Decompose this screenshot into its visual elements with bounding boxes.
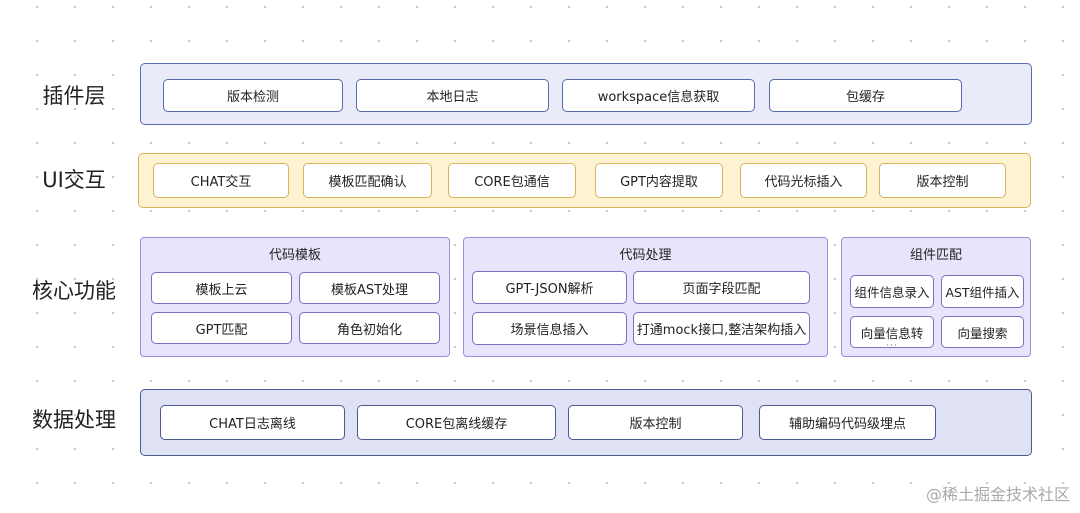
layer-label-plugin: 插件层: [42, 84, 106, 108]
data-layer-band: CHAT日志离线 CORE包离线缓存 版本控制 辅助编码代码级埋点: [140, 389, 1032, 456]
group-title-code-template: 代码模板: [268, 248, 321, 263]
plugin-item-workspace-info: workspace信息获取: [562, 79, 755, 112]
ui-item-template-confirm: 模板匹配确认: [303, 163, 432, 198]
ui-item-cursor-insert: 代码光标插入: [740, 163, 867, 198]
core-item-mock-insert: 打通mock接口,整洁架构插入: [633, 312, 810, 345]
group-component-match: 组件匹配 组件信息录入 AST组件插入 向量信息转··· 向量搜索: [841, 237, 1031, 357]
core-item-gpt-match: GPT匹配: [151, 312, 292, 344]
ui-layer-band: CHAT交互 模板匹配确认 CORE包通信 GPT内容提取 代码光标插入 版本控…: [138, 153, 1031, 208]
group-title-component-match: 组件匹配: [909, 248, 962, 263]
core-item-vector-convert: 向量信息转···: [850, 316, 934, 348]
core-item-page-field-match: 页面字段匹配: [633, 271, 810, 304]
core-item-vector-search: 向量搜索: [941, 316, 1024, 348]
group-code-processing: 代码处理 GPT-JSON解析 页面字段匹配 场景信息插入 打通mock接口,整…: [463, 237, 828, 357]
plugin-item-version-check: 版本检测: [163, 79, 343, 112]
plugin-layer-band: 版本检测 本地日志 workspace信息获取 包缓存: [140, 63, 1032, 125]
plugin-item-local-log: 本地日志: [356, 79, 549, 112]
data-item-chat-log: CHAT日志离线: [160, 405, 345, 440]
core-item-ast-component-insert: AST组件插入: [941, 275, 1024, 308]
layer-label-data: 数据处理: [32, 408, 116, 432]
core-item-component-entry: 组件信息录入: [850, 275, 934, 308]
core-item-gpt-json: GPT-JSON解析: [472, 271, 627, 304]
ui-item-version-control: 版本控制: [879, 163, 1006, 198]
ui-item-chat: CHAT交互: [153, 163, 289, 198]
core-item-scene-insert: 场景信息插入: [472, 312, 627, 345]
core-item-template-cloud: 模板上云: [151, 272, 292, 304]
group-code-template: 代码模板 模板上云 模板AST处理 GPT匹配 角色初始化: [140, 237, 450, 357]
data-item-core-cache: CORE包离线缓存: [357, 405, 556, 440]
data-item-version-control: 版本控制: [568, 405, 743, 440]
core-item-template-ast: 模板AST处理: [299, 272, 440, 304]
ui-item-gpt-extract: GPT内容提取: [595, 163, 723, 198]
group-title-code-processing: 代码处理: [619, 248, 672, 263]
data-item-tracking: 辅助编码代码级埋点: [759, 405, 936, 440]
layer-label-ui: UI交互: [42, 168, 106, 192]
ellipsis-icon: ···: [886, 340, 898, 348]
watermark-text: @稀土掘金技术社区: [925, 485, 1070, 504]
ui-item-core-comm: CORE包通信: [448, 163, 576, 198]
plugin-item-package-cache: 包缓存: [769, 79, 962, 112]
core-item-role-init: 角色初始化: [299, 312, 440, 344]
layer-label-core: 核心功能: [32, 279, 116, 303]
vector-convert-label: 向量信息转···: [861, 323, 924, 348]
